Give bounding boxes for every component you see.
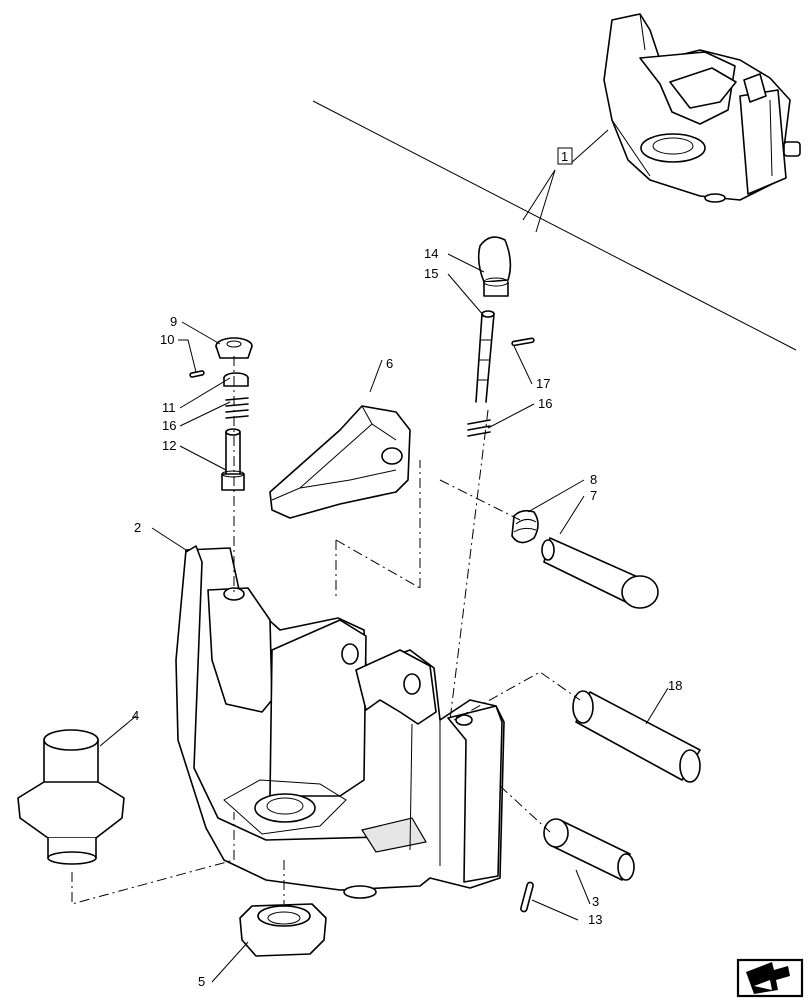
part-16-spring-upper — [225, 397, 249, 419]
callout-4: 4 — [132, 708, 139, 723]
reference-leader-1 — [535, 129, 609, 233]
callout-17: 17 — [536, 376, 550, 391]
part-16-spring-lower — [467, 419, 491, 437]
callout-1: 1 — [561, 149, 568, 164]
callout-13: 13 — [588, 912, 602, 927]
callout-14: 14 — [424, 246, 438, 261]
callout-leaders — [99, 253, 669, 983]
callout-18: 18 — [668, 678, 682, 693]
part-8-spring — [511, 509, 539, 544]
callout-5: 5 — [198, 974, 205, 989]
callout-10: 10 — [160, 332, 174, 347]
callout-15: 15 — [424, 266, 438, 281]
part-5-nut — [239, 903, 327, 957]
part-12-plunger — [221, 428, 245, 491]
part-4-flanged-pin — [17, 729, 125, 865]
callout-7: 7 — [590, 488, 597, 503]
part-7-pin — [541, 537, 659, 609]
assembly-reference-view — [603, 13, 801, 203]
callout-3: 3 — [592, 894, 599, 909]
callout-2: 2 — [134, 520, 141, 535]
callout-9: 9 — [170, 314, 177, 329]
part-15-shaft — [475, 310, 495, 403]
part-13-roll-pin — [520, 881, 534, 913]
part-6-lever — [269, 405, 411, 519]
next-page-arrow-icon[interactable] — [736, 958, 804, 998]
callout-6: 6 — [386, 356, 393, 371]
part-17-pin — [511, 337, 535, 347]
part-14-knob — [477, 236, 512, 297]
reference-line-lower — [522, 169, 556, 221]
callout-labels: 1 2 3 4 5 6 7 8 9 10 11 16 12 13 14 15 1… — [132, 149, 682, 989]
callout-8: 8 — [590, 472, 597, 487]
part-3-pin — [543, 818, 635, 881]
callout-11: 11 — [162, 400, 176, 415]
callout-16-lower: 16 — [538, 396, 552, 411]
part-2-housing — [175, 545, 505, 899]
part-9-cap — [215, 337, 253, 359]
part-18-long-pin — [572, 690, 701, 783]
callout-16-upper: 16 — [162, 418, 176, 433]
assembly-path-lines — [71, 356, 581, 905]
callout-12: 12 — [162, 438, 176, 453]
part-10-pin — [189, 370, 205, 378]
reference-line-upper — [312, 100, 797, 351]
callout-box-1 — [557, 147, 573, 165]
